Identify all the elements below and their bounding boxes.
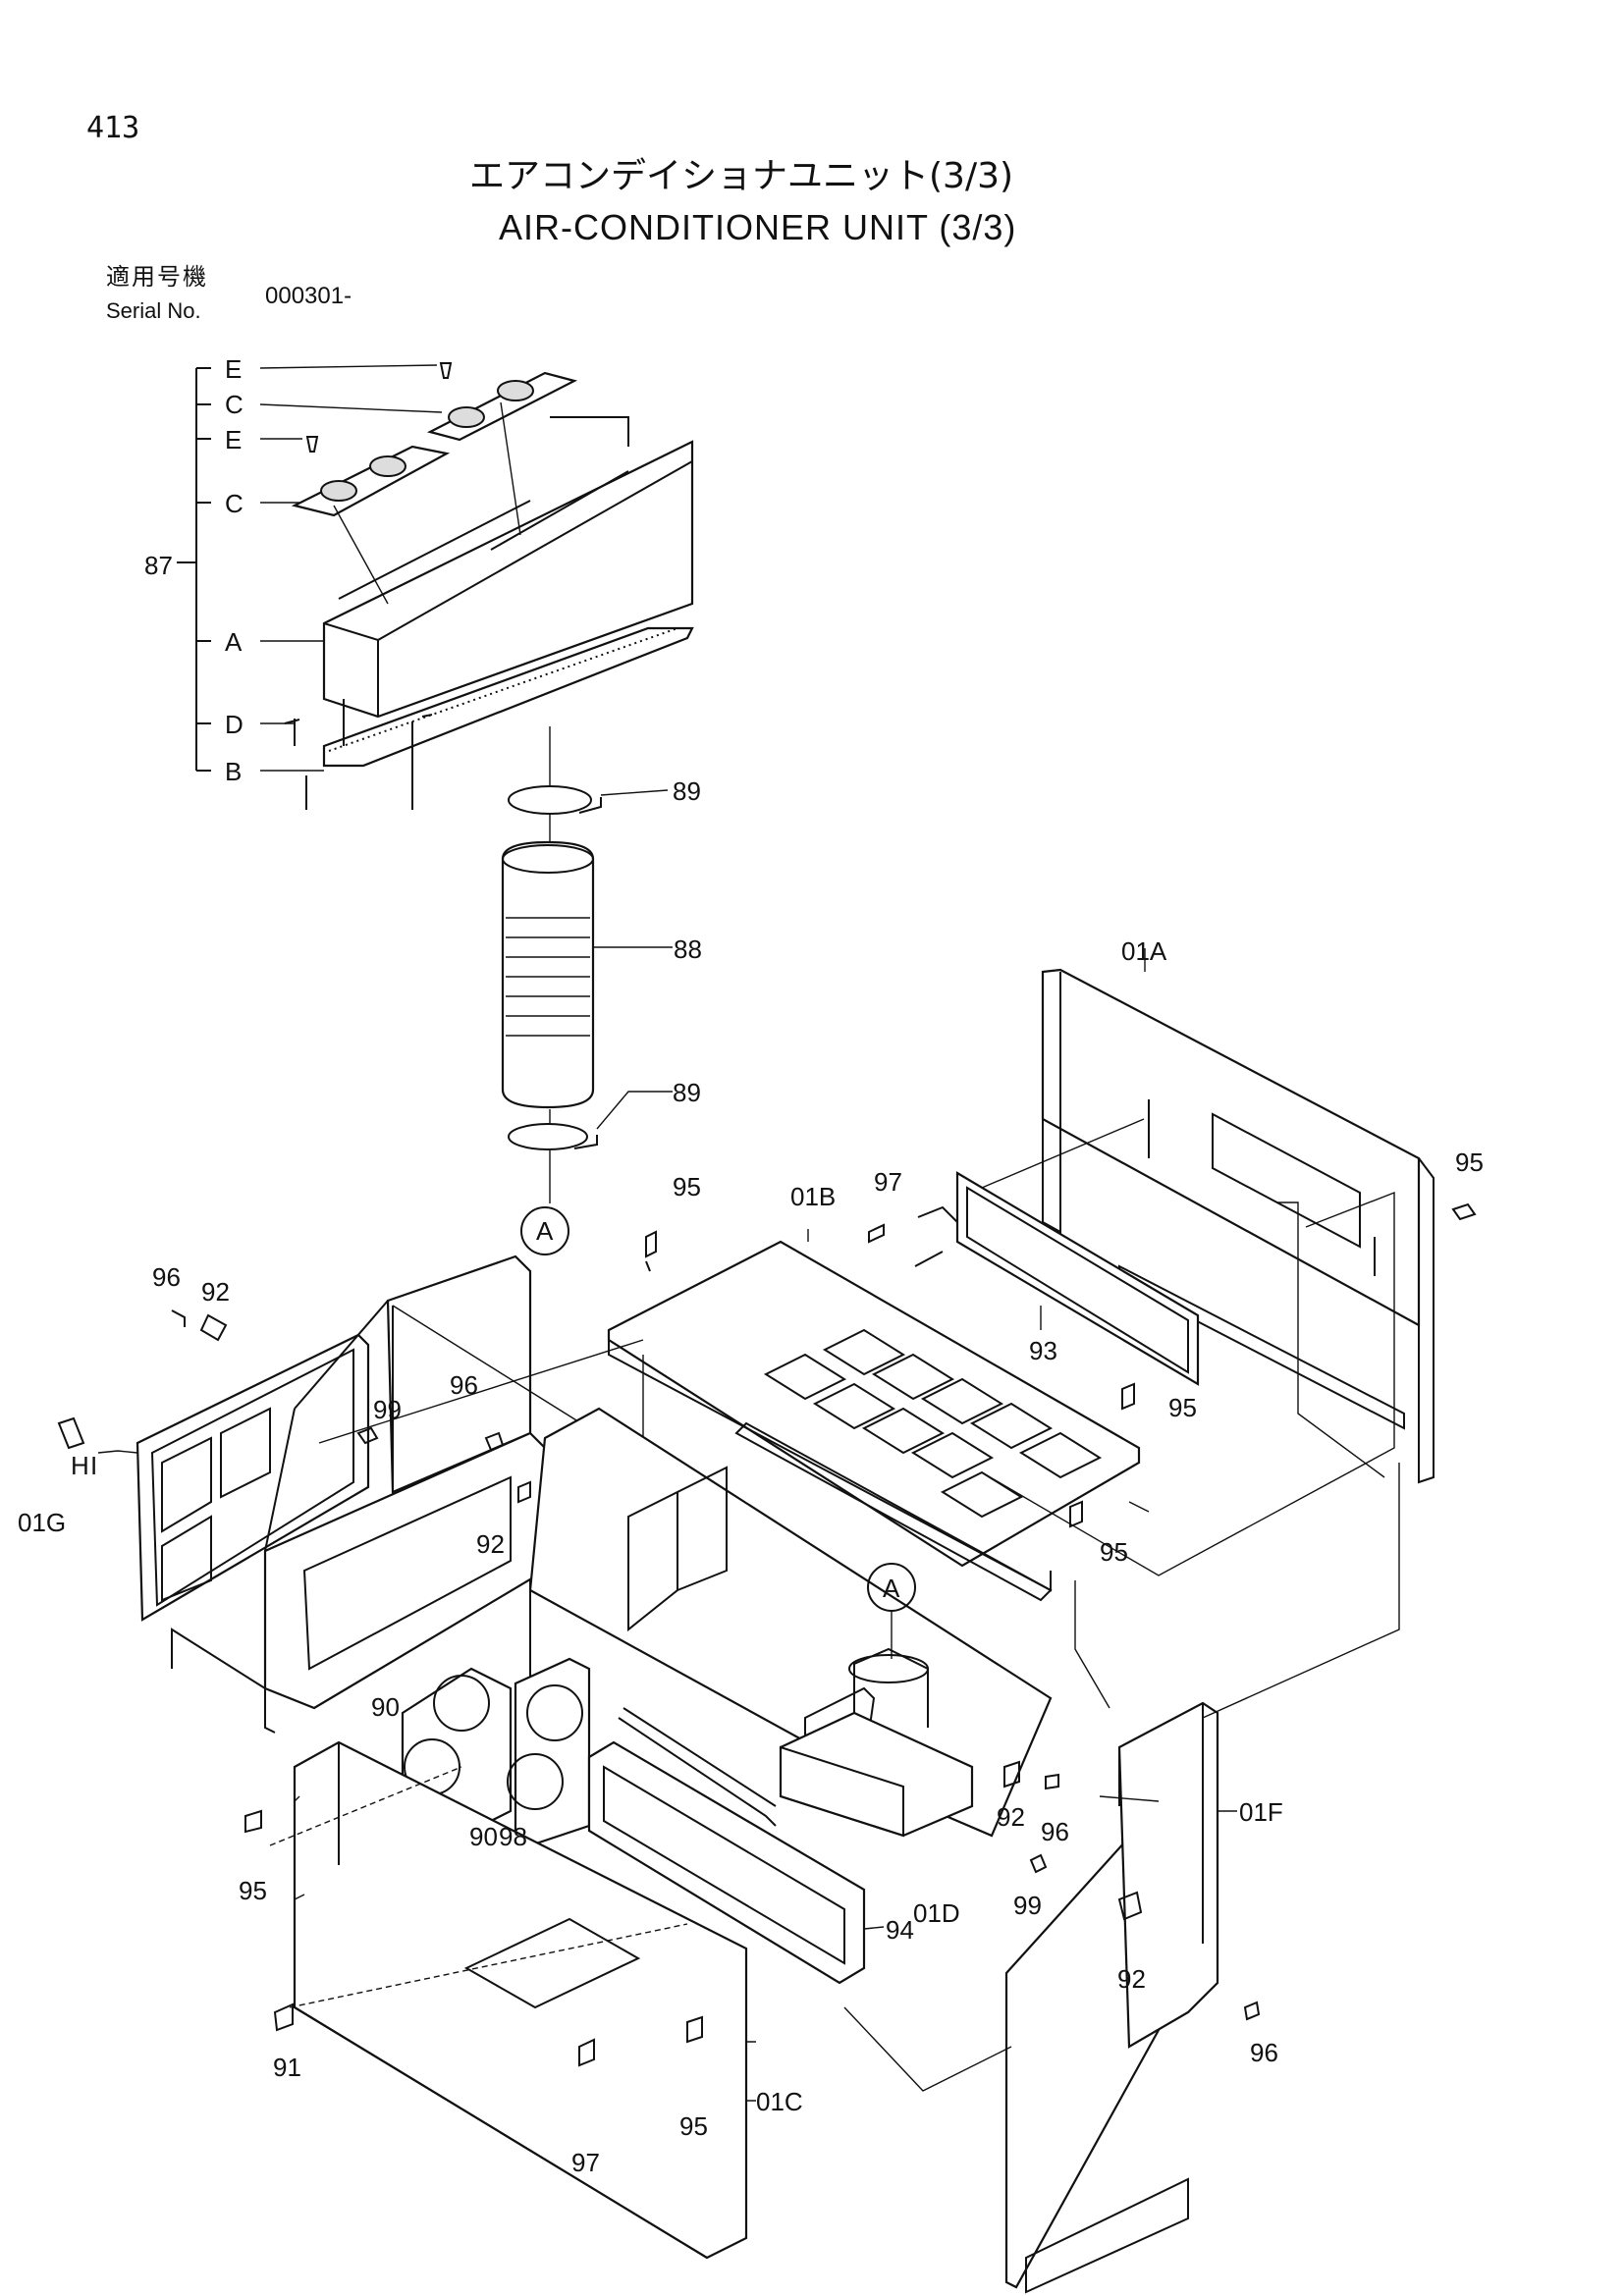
- title-english: AIR-CONDITIONER UNIT (3/3): [499, 207, 1017, 247]
- frame-94: [587, 1740, 885, 1985]
- callout-89-top: 89: [673, 776, 701, 806]
- callout-97-top: 97: [874, 1167, 902, 1197]
- callout-97-bottom: 97: [571, 2148, 600, 2177]
- hardware-fasteners: [171, 1202, 1477, 2067]
- panel-01G: [57, 1333, 370, 1622]
- frame-assembly: [171, 1255, 644, 1734]
- callout-01c: 01C: [756, 2087, 803, 2116]
- serial-label-japanese: 適用号機: [106, 263, 208, 291]
- panel-01D: [401, 1407, 1053, 1847]
- callout-sub-c-2: C: [225, 489, 244, 518]
- callout-95-bottom: 95: [679, 2111, 708, 2141]
- callout-87: 87: [144, 551, 173, 580]
- callout-95-mid: 95: [1168, 1393, 1197, 1422]
- callout-89-bottom: 89: [673, 1078, 701, 1107]
- callout-sub-d: D: [225, 710, 244, 739]
- serial-number-value: 000301-: [265, 283, 352, 309]
- callout-sub-e-2: E: [225, 425, 242, 454]
- panel-93: [914, 1118, 1200, 1386]
- page-number: 413: [86, 111, 140, 145]
- callout-96-bottom: 96: [1250, 2038, 1278, 2067]
- callout-96-left: 96: [152, 1262, 181, 1292]
- callout-94: 94: [886, 1915, 914, 1945]
- panel-01F: [1004, 1701, 1237, 2294]
- callout-90-b: 90: [469, 1822, 498, 1851]
- callout-01a: 01A: [1121, 936, 1167, 966]
- callout-01d: 01D: [913, 1898, 960, 1928]
- callout-95-top-left: 95: [673, 1172, 701, 1201]
- serial-label-english: Serial No.: [106, 298, 201, 323]
- title-japanese: エアコンデイショナユニット(3/3): [469, 156, 1014, 196]
- duct-assembly-87: [177, 362, 694, 810]
- callout-sub-i: I: [90, 1451, 97, 1480]
- callout-labels: 87 E C E C A D B 89 88 89 A 01A 97 95 01…: [18, 354, 1484, 2177]
- callout-sub-e-1: E: [225, 354, 242, 384]
- callout-01g: 01G: [18, 1508, 66, 1537]
- callout-sub-a: A: [225, 627, 243, 657]
- callout-99-right: 99: [1013, 1891, 1042, 1920]
- callout-92-left: 92: [201, 1277, 230, 1307]
- panel-01B: [607, 1229, 1141, 1602]
- panel-01C: [269, 1740, 756, 2260]
- callout-99-left: 99: [373, 1395, 402, 1424]
- callout-92-right: 92: [997, 1802, 1025, 1832]
- callout-01b: 01B: [790, 1182, 836, 1211]
- callout-01f: 01F: [1239, 1797, 1283, 1827]
- callout-95-bottom-left: 95: [239, 1876, 267, 1905]
- hose-and-clamps: [501, 726, 673, 1255]
- panel-01A: [1041, 948, 1435, 1484]
- callout-96-right: 96: [1041, 1817, 1069, 1846]
- callout-90-a: 90: [371, 1692, 400, 1722]
- callout-92-mid: 92: [476, 1529, 505, 1559]
- callout-92-bottom: 92: [1117, 1964, 1146, 1994]
- assembly-guide-lines: [318, 1191, 1400, 2092]
- callout-sub-c-1: C: [225, 390, 244, 419]
- callout-96-mid: 96: [450, 1370, 478, 1400]
- callout-93: 93: [1029, 1336, 1057, 1365]
- reference-a-mid: A: [883, 1574, 900, 1603]
- callout-98: 98: [499, 1822, 527, 1851]
- reference-a-top: A: [536, 1216, 554, 1246]
- callout-88: 88: [674, 934, 702, 964]
- callout-95-right: 95: [1455, 1148, 1484, 1177]
- callout-sub-b: B: [225, 757, 242, 786]
- callout-91: 91: [273, 2053, 301, 2082]
- callout-95-lower: 95: [1100, 1537, 1128, 1567]
- callout-sub-h: H: [71, 1451, 89, 1480]
